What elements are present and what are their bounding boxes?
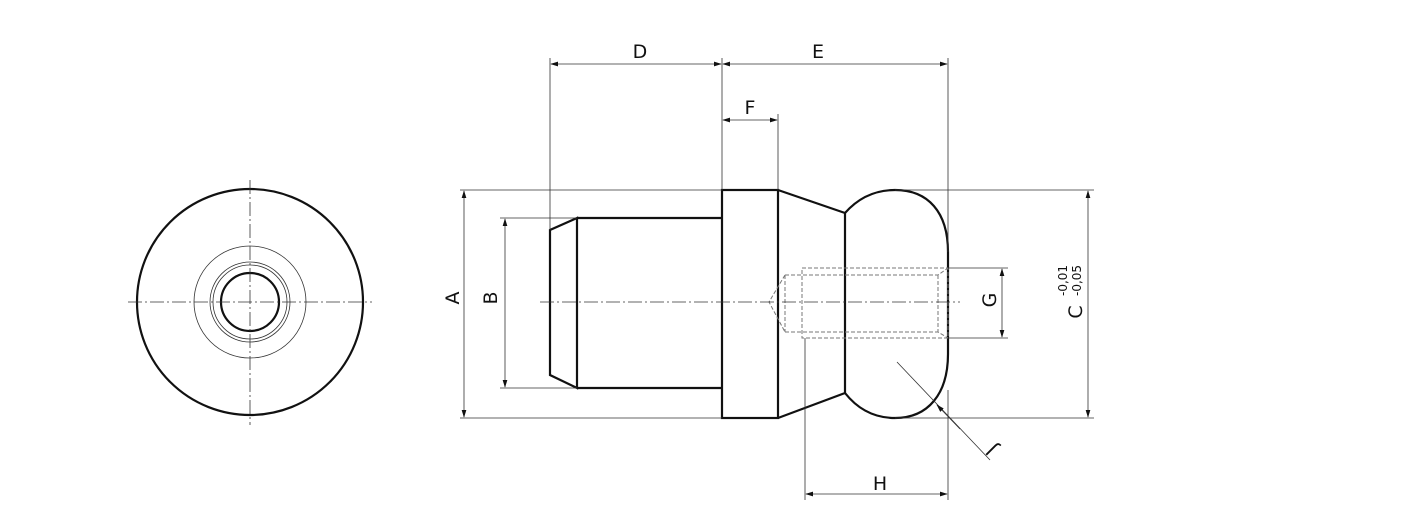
label-D: D	[633, 41, 648, 63]
label-E: E	[812, 41, 824, 63]
label-J: J	[982, 439, 1002, 459]
label-A: A	[442, 292, 464, 305]
end-view	[128, 180, 372, 425]
label-H: H	[873, 473, 887, 495]
dimensions	[460, 58, 1094, 500]
label-C: C	[1065, 305, 1087, 318]
cone	[777, 188, 847, 420]
tolerance-lower: -0,05	[1070, 265, 1084, 296]
leader-J-arrow	[936, 404, 961, 430]
tapped-hole	[768, 267, 949, 339]
thread-major	[801, 267, 949, 339]
ball-head	[844, 188, 950, 420]
tolerance-upper: -0,01	[1056, 265, 1070, 296]
shank	[548, 216, 722, 390]
side-view	[540, 188, 960, 420]
label-G: G	[979, 293, 1001, 308]
leader-J	[896, 361, 991, 461]
label-F: F	[745, 97, 756, 119]
label-B: B	[480, 291, 502, 304]
flange	[720, 188, 780, 420]
